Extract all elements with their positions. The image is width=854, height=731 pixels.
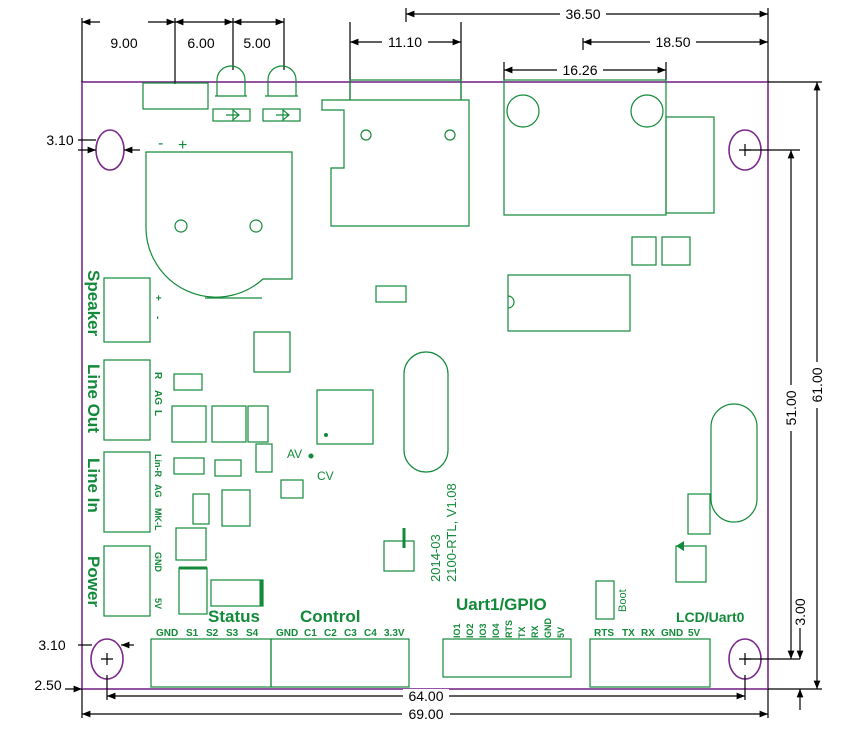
mounting-hole-top-left (95, 129, 125, 171)
uart1-title: Uart1/GPIO (456, 595, 547, 614)
pin-power-gnd: GND (153, 552, 163, 573)
pin-linein-r: Lin-R (153, 454, 163, 477)
pin-speaker-minus: - (152, 316, 163, 319)
status-pin-s3: S3 (226, 628, 239, 639)
lcd-title: LCD/Uart0 (676, 609, 745, 625)
dim-3-10-bottom: 3.10 (38, 637, 65, 653)
pin-lineout-r: R (152, 372, 163, 380)
mounting-hole-bottom-left (90, 638, 124, 680)
control-pin-c1: C1 (304, 628, 317, 639)
dim-18-50: 18.50 (655, 34, 690, 50)
board-outline (81, 81, 769, 690)
dim-36-50: 36.50 (565, 6, 600, 22)
uart1-pin-rx: RX (530, 625, 540, 638)
lcd-pin-gnd: GND (661, 628, 683, 639)
control-pin-gnd: GND (276, 628, 298, 639)
dim-5: 5.00 (243, 35, 270, 51)
av-label: AV (287, 447, 302, 461)
control-pin-c3: C3 (344, 628, 357, 639)
control-pin-c4: C4 (364, 628, 377, 639)
lcd-pin-tx: TX (622, 628, 635, 639)
dimension-labels: 9.00 6.00 5.00 36.50 11.10 18.50 16.26 3… (34, 6, 825, 722)
silkscreen-labels: Speaker Line Out Line In Power + - R AG … (84, 135, 745, 639)
uart1-pin-io4: IO4 (491, 623, 501, 638)
uart1-pin-io3: IO3 (478, 623, 488, 638)
dim-3-10-top: 3.10 (46, 132, 73, 148)
dim-69: 69.00 (408, 706, 443, 722)
pin-batt-minus: - (158, 135, 163, 152)
uart1-pin-io2: IO2 (465, 623, 475, 638)
status-pin-s2: S2 (206, 628, 219, 639)
uart1-pin-gnd: GND (543, 618, 553, 639)
dim-64: 64.00 (408, 688, 443, 704)
control-title: Control (300, 607, 360, 626)
uart1-pin-rts: RTS (504, 620, 514, 638)
control-pin-c2: C2 (324, 628, 337, 639)
dim-16-26: 16.26 (562, 62, 597, 78)
label-line-out: Line Out (84, 364, 103, 433)
pin-linein-mk: MK-L (153, 508, 163, 531)
components (103, 65, 758, 688)
status-pin-s4: S4 (246, 628, 259, 639)
board-version: 2100-RTL, V1.08 (444, 483, 459, 582)
boot-label: Boot (617, 589, 629, 612)
dim-51: 51.00 (783, 390, 799, 425)
status-pin-s1: S1 (186, 628, 199, 639)
uart1-pin-io1: IO1 (452, 623, 462, 638)
dim-11-10: 11.10 (388, 34, 422, 50)
dim-2-50: 2.50 (34, 677, 61, 693)
status-pin-gnd: GND (156, 628, 178, 639)
cv-label: CV (317, 469, 334, 483)
label-power: Power (84, 556, 103, 607)
pin-lineout-ag: AG (152, 390, 163, 405)
uart1-pin-tx: TX (517, 626, 527, 638)
dim-3: 3.00 (792, 598, 808, 625)
pin-linein-ag: AG (153, 484, 163, 498)
lcd-pin-rx: RX (641, 628, 655, 639)
lcd-pin-rts: RTS (594, 628, 614, 639)
dim-9: 9.00 (110, 35, 137, 51)
lcd-pin-5v: 5V (688, 628, 701, 639)
label-line-in: Line In (84, 458, 103, 513)
status-title: Status (208, 607, 260, 626)
dimension-lines (65, 8, 822, 718)
pin-speaker-plus: + (152, 295, 163, 301)
board-date: 2014-03 (428, 534, 443, 582)
label-speaker: Speaker (84, 270, 103, 337)
dim-61: 61.00 (809, 367, 825, 402)
control-pin-3v3: 3.3V (384, 628, 405, 639)
pin-batt-plus: + (178, 137, 187, 154)
uart1-pin-5v: 5V (556, 627, 566, 638)
dim-6: 6.00 (187, 35, 214, 51)
pin-lineout-l: L (152, 410, 163, 416)
pin-power-5v: 5V (153, 598, 163, 609)
